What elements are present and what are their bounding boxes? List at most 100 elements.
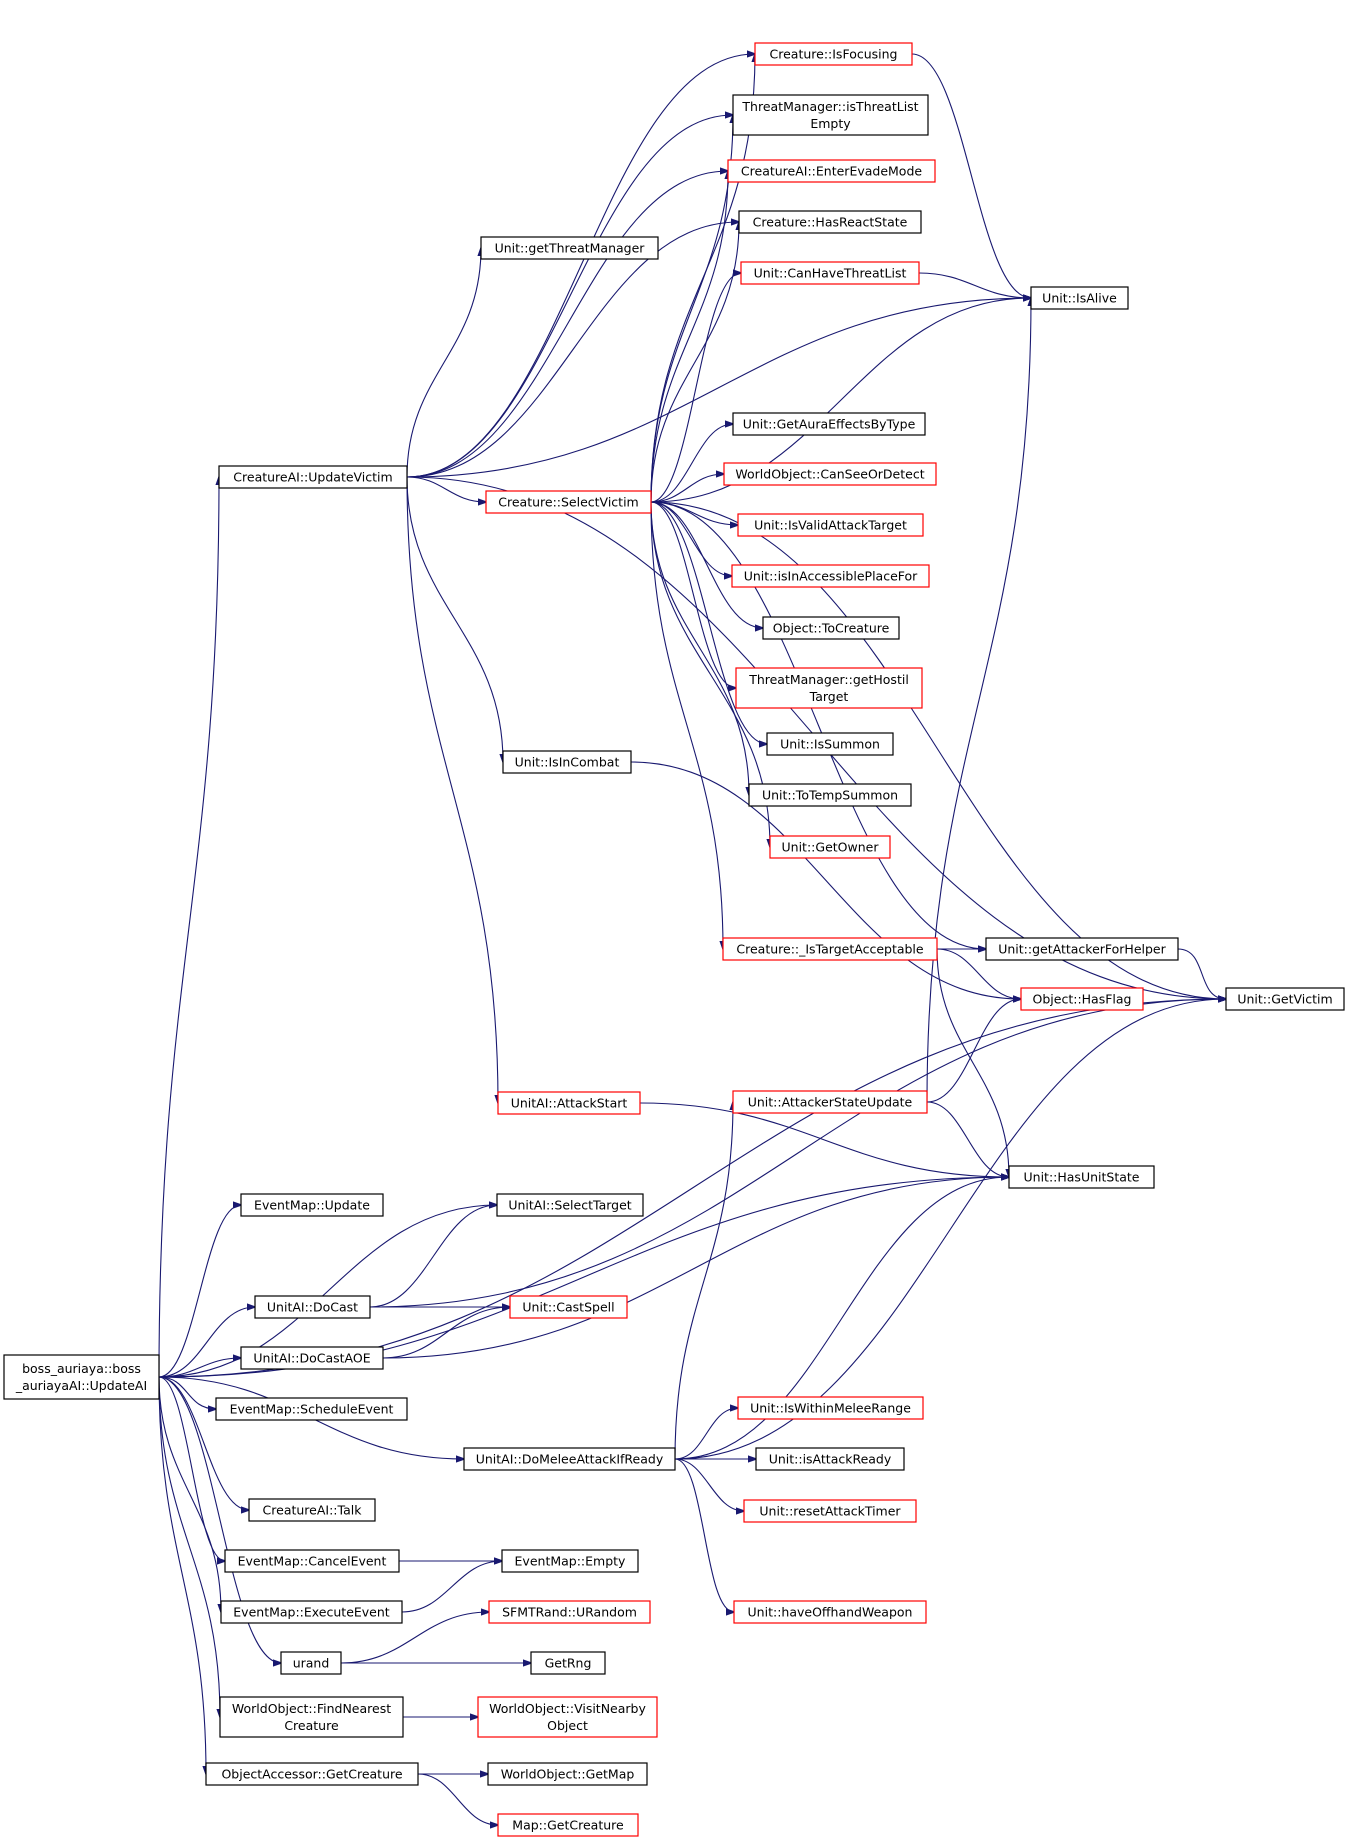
node-docast[interactable]: UnitAI::DoCast (254, 1295, 371, 1319)
node-getthreatmgr[interactable]: Unit::getThreatManager (480, 236, 659, 260)
edge-line (674, 1408, 738, 1460)
edge-isfocusing-to-isalive (911, 53, 1031, 298)
node-isinaccessible[interactable]: Unit::isInAccessiblePlaceFor (731, 564, 930, 588)
node-label: Unit::IsInCombat (515, 755, 620, 770)
edge-root-to-urand (158, 1376, 281, 1663)
node-box (218, 465, 408, 489)
node-docastaoe[interactable]: UnitAI::DoCastAOE (240, 1346, 384, 1370)
edge-line (369, 999, 1226, 1308)
node-box (766, 732, 894, 756)
edge-root-to-docast (158, 1307, 255, 1378)
node-emempty[interactable]: EventMap::Empty (501, 1549, 639, 1573)
node-label: Unit::getThreatManager (495, 241, 646, 256)
edge-line (650, 501, 749, 795)
node-label: SFMTRand::URandom (502, 1605, 637, 1620)
node-emupdate[interactable]: EventMap::Update (240, 1193, 384, 1217)
node-mapgetcreature[interactable]: Map::GetCreature (497, 1813, 639, 1837)
node-domelee[interactable]: UnitAI::DoMeleeAttackIfReady (463, 1447, 676, 1471)
node-issummon[interactable]: Unit::IsSummon (766, 732, 894, 756)
node-getrng[interactable]: GetRng (530, 1651, 606, 1675)
node-root[interactable]: boss_auriaya::boss_auriayaAI::UpdateAI (3, 1354, 160, 1400)
edge-domelee-to-iswithinmelee (674, 1408, 738, 1460)
node-box (496, 1193, 644, 1217)
node-selectvictim[interactable]: Creature::SelectVictim (485, 490, 652, 514)
node-getattackerhelper[interactable]: Unit::getAttackerForHelper (985, 937, 1179, 961)
node-totempsummon[interactable]: Unit::ToTempSummon (748, 783, 912, 807)
edge-updatevictim-to-isincombat (406, 476, 503, 762)
node-box (219, 1696, 404, 1738)
node-selecttarget[interactable]: UnitAI::SelectTarget (496, 1193, 644, 1217)
edge-root-to-executeevent (158, 1376, 221, 1612)
edge-line (406, 298, 1031, 478)
node-label: boss_auriaya::boss (22, 1361, 141, 1376)
node-getaura[interactable]: Unit::GetAuraEffectsByType (732, 412, 926, 436)
node-box (735, 667, 923, 709)
node-getcreature_oa[interactable]: ObjectAccessor::GetCreature (205, 1762, 419, 1786)
node-label: EventMap::Empty (515, 1554, 627, 1569)
edge-line (674, 1458, 744, 1511)
node-castspell[interactable]: Unit::CastSpell (509, 1295, 628, 1319)
node-label: Unit::IsWithinMeleeRange (750, 1401, 911, 1416)
edge-root-to-emupdate (158, 1205, 241, 1378)
edge-urand-to-urandom (340, 1612, 489, 1664)
node-talk[interactable]: CreatureAI::Talk (248, 1498, 376, 1522)
node-box (743, 1499, 917, 1523)
node-hasflag[interactable]: Object::HasFlag (1020, 987, 1144, 1011)
node-getmap[interactable]: WorldObject::GetMap (487, 1762, 648, 1786)
edge-selectvictim-to-isalive (650, 298, 1031, 503)
node-box (1020, 987, 1144, 1011)
node-isalive[interactable]: Unit::IsAlive (1030, 286, 1129, 310)
edge-root-to-scheduleevent (158, 1376, 216, 1409)
edges-layer (158, 53, 1226, 1825)
node-scheduleevent[interactable]: EventMap::ScheduleEvent (215, 1397, 408, 1421)
node-hasunitstate[interactable]: Unit::HasUnitState (1008, 1165, 1155, 1189)
node-getowner[interactable]: Unit::GetOwner (769, 835, 891, 859)
node-box (3, 1354, 160, 1400)
node-urandom[interactable]: SFMTRand::URandom (488, 1600, 651, 1624)
node-offhand[interactable]: Unit::haveOffhandWeapon (733, 1600, 927, 1624)
edge-line (158, 477, 219, 1378)
node-istargetacc[interactable]: Creature::_IsTargetAcceptable (722, 937, 938, 961)
edge-line (406, 115, 733, 478)
node-executeevent[interactable]: EventMap::ExecuteEvent (220, 1600, 403, 1624)
edge-line (650, 298, 1031, 503)
edge-root-to-selecttarget (158, 1205, 497, 1378)
node-attackerstate[interactable]: Unit::AttackerStateUpdate (732, 1090, 928, 1114)
node-box (1225, 987, 1345, 1011)
edge-attackerstate-to-hasunitstate (926, 1101, 1009, 1177)
edge-line (650, 501, 986, 949)
edge-executeevent-to-emempty (401, 1561, 502, 1613)
node-enterevade[interactable]: CreatureAI::EnterEvadeMode (727, 159, 936, 183)
node-isfocusing[interactable]: Creature::IsFocusing (754, 42, 913, 66)
node-box (509, 1295, 628, 1319)
node-getvictim[interactable]: Unit::GetVictim (1225, 987, 1345, 1011)
node-resetattack[interactable]: Unit::resetAttackTimer (743, 1499, 917, 1523)
node-cancelevent[interactable]: EventMap::CancelEvent (224, 1549, 400, 1573)
edge-updatevictim-to-isalive (406, 298, 1031, 478)
node-updatevictim[interactable]: CreatureAI::UpdateVictim (218, 465, 408, 489)
node-isvalidattack[interactable]: Unit::IsValidAttackTarget (737, 513, 924, 537)
node-box (722, 937, 938, 961)
node-hasreact[interactable]: Creature::HasReactState (738, 210, 922, 234)
node-urand[interactable]: urand (280, 1651, 342, 1675)
node-tocreature[interactable]: Object::ToCreature (762, 616, 900, 640)
node-iswithinmelee[interactable]: Unit::IsWithinMeleeRange (737, 1396, 924, 1420)
node-box (737, 1396, 924, 1420)
edge-line (650, 273, 741, 503)
edge-line (406, 476, 503, 762)
node-canhavethreat[interactable]: Unit::CanHaveThreatList (740, 261, 920, 285)
node-isincombat[interactable]: Unit::IsInCombat (502, 750, 632, 774)
node-box (727, 159, 936, 183)
node-attackstart[interactable]: UnitAI::AttackStart (497, 1091, 641, 1115)
node-label: Unit::getAttackerForHelper (998, 942, 1166, 957)
node-label: Unit::IsValidAttackTarget (754, 518, 907, 533)
node-label: Creature::SelectVictim (498, 495, 638, 510)
edge-line (674, 1177, 1009, 1460)
node-isattackready[interactable]: Unit::isAttackReady (755, 1447, 905, 1471)
node-canseeordetect[interactable]: WorldObject::CanSeeOrDetect (723, 462, 937, 486)
